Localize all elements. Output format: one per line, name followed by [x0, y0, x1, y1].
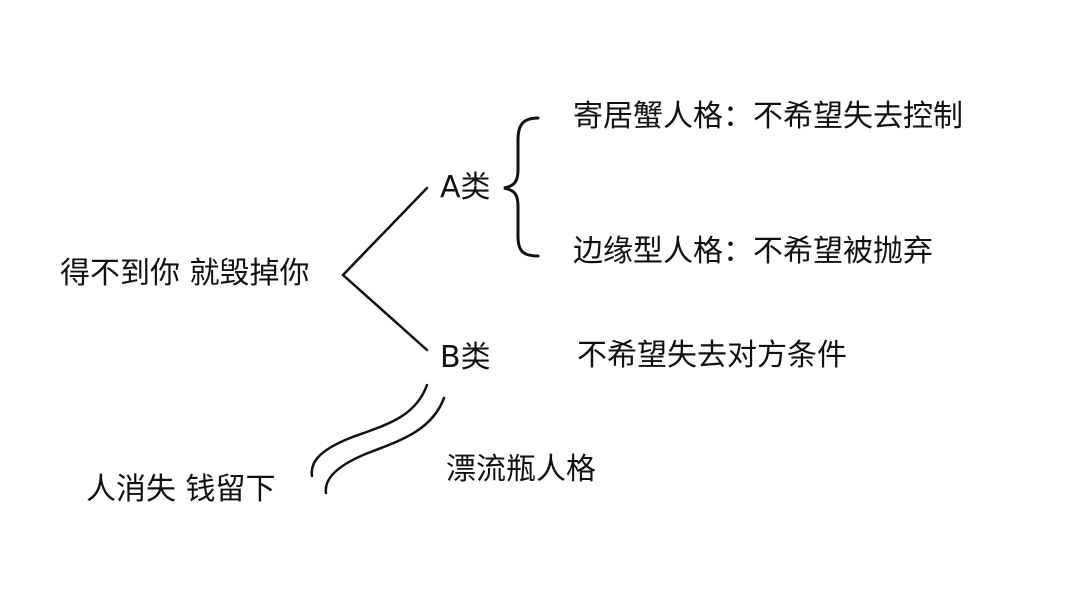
- branch-a-label: A类: [440, 170, 491, 205]
- wavy-line-outer: [310, 383, 429, 478]
- root-to-a-line: [341, 186, 429, 277]
- branch-a-item-hermit-crab: 寄居蟹人格：不希望失去控制: [573, 99, 963, 134]
- branch-b-outcome: 人消失 钱留下: [86, 472, 276, 507]
- root-node-label: 得不到你 就毁掉你: [60, 256, 310, 291]
- brace-icon: [503, 116, 540, 258]
- branch-b-description: 不希望失去对方条件: [577, 338, 847, 373]
- root-to-b-line: [341, 273, 429, 352]
- branch-a-item-borderline: 边缘型人格：不希望被抛弃: [573, 234, 933, 269]
- branch-b-name: 漂流瓶人格: [446, 452, 596, 487]
- branch-b-label: B类: [440, 340, 491, 375]
- wavy-line-inner: [324, 396, 446, 495]
